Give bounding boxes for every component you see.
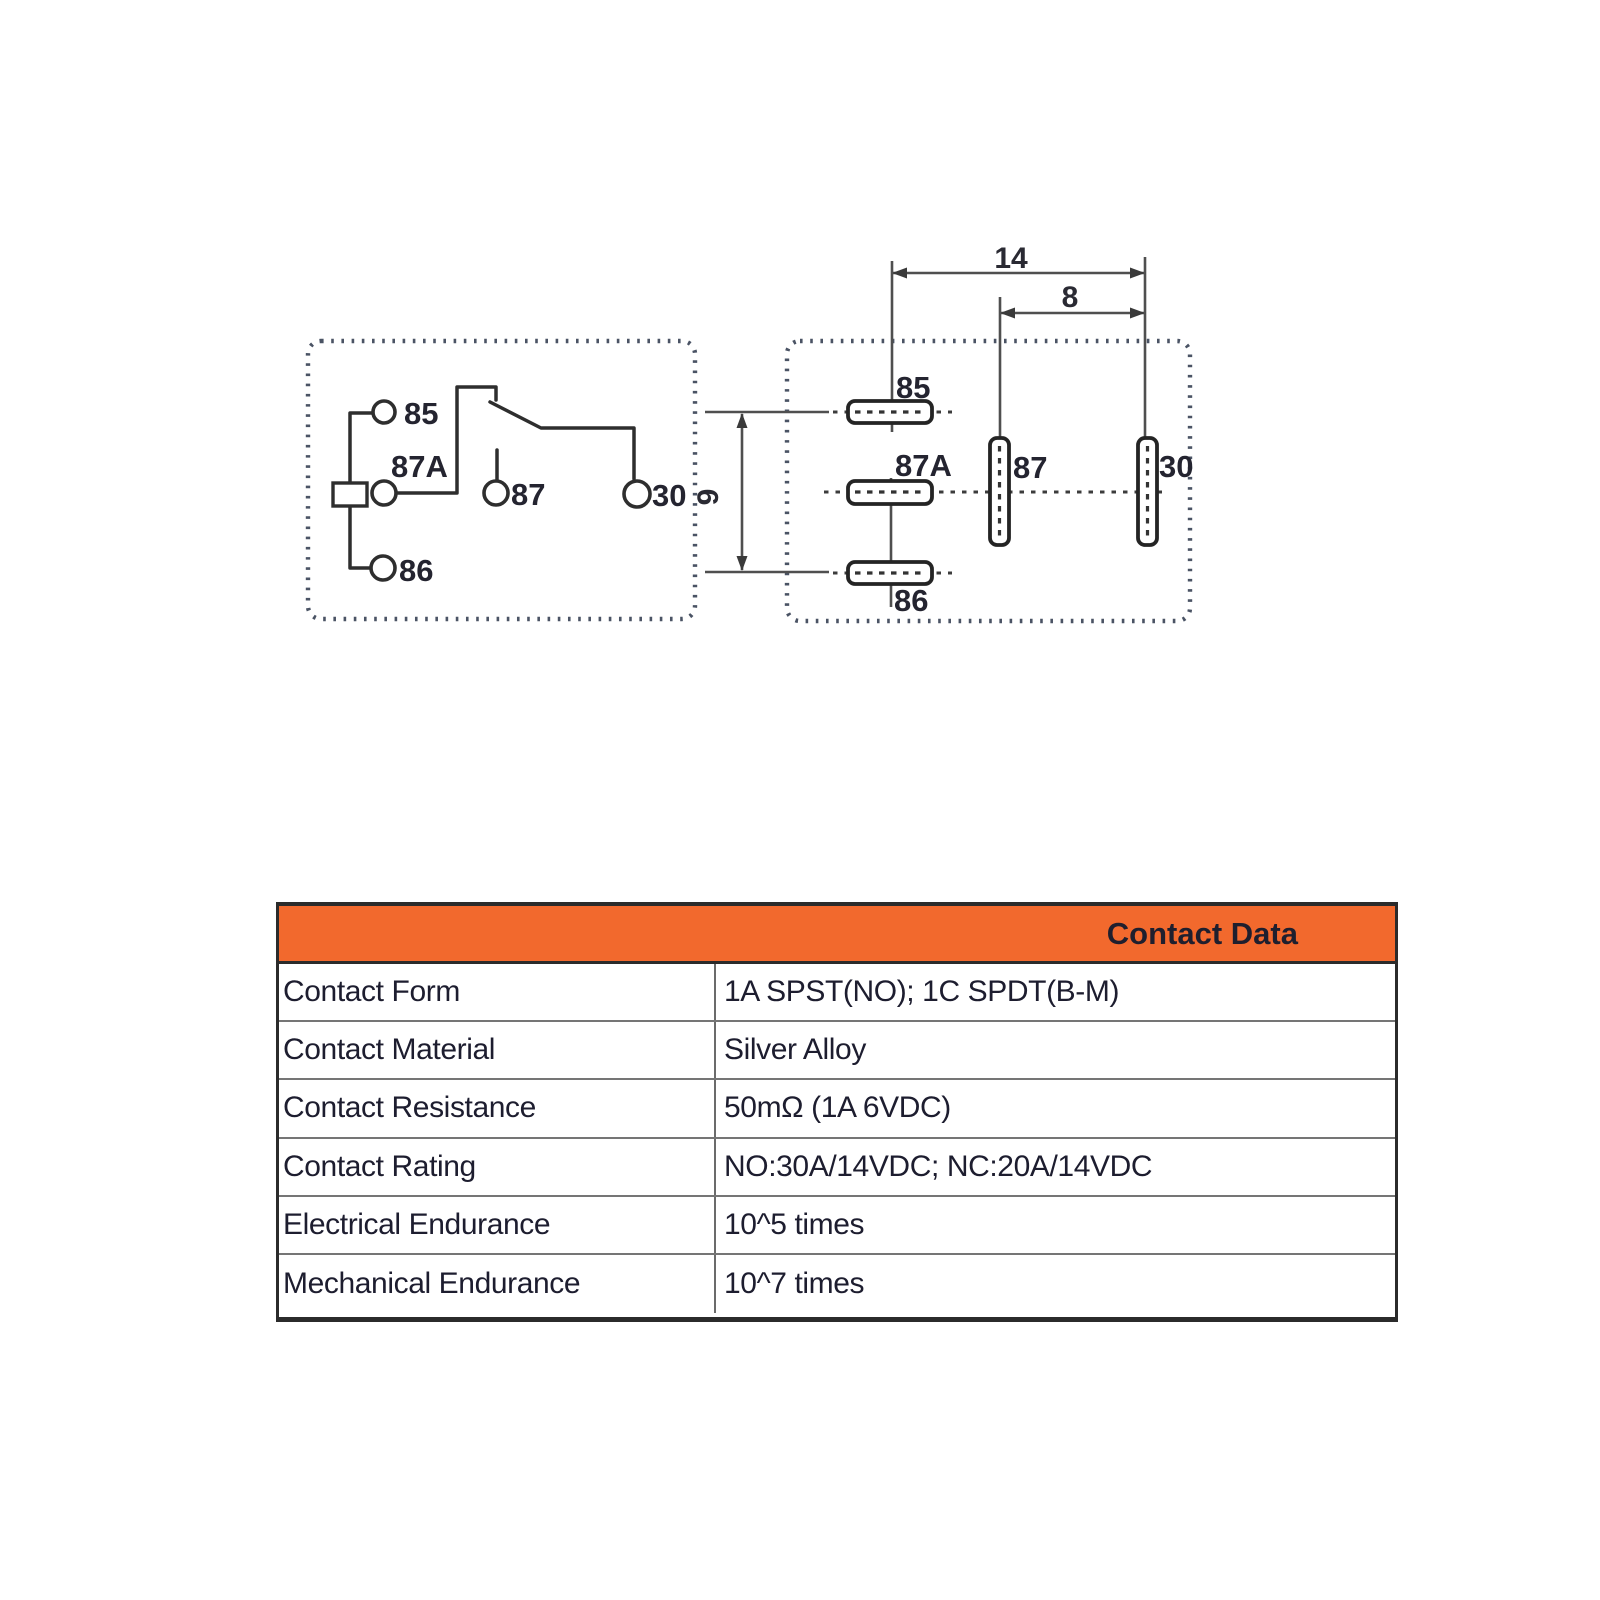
pad-pin-87a bbox=[846, 479, 934, 506]
row-value: 50mΩ (1A 6VDC) bbox=[724, 1091, 951, 1125]
dim-9-arrow-bottom bbox=[736, 556, 748, 571]
armature-blade bbox=[488, 400, 636, 481]
row-value: 10^7 times bbox=[724, 1266, 865, 1300]
dim-14-label: 14 bbox=[994, 242, 1028, 275]
row-value: 1A SPST(NO); 1C SPDT(B-M) bbox=[724, 975, 1120, 1009]
table-row: Contact Resistance 50mΩ (1A 6VDC) bbox=[279, 1080, 1395, 1139]
table-header: Contact Data bbox=[279, 906, 1395, 964]
table-row: Contact Form 1A SPST(NO); 1C SPDT(B-M) bbox=[279, 964, 1395, 1023]
schematic-pin-87a-label: 87A bbox=[391, 449, 448, 484]
row-label: Contact Resistance bbox=[279, 1080, 716, 1137]
row-label: Mechanical Endurance bbox=[279, 1254, 716, 1313]
footprint-pin-87a-label: 87A bbox=[895, 448, 952, 483]
row-label: Contact Rating bbox=[279, 1138, 716, 1195]
contact-data-table: Contact Data Contact Form 1A SPST(NO); 1… bbox=[276, 902, 1398, 1322]
pin-87-terminal bbox=[482, 479, 510, 507]
relay-diagram: 85 87A 87 30 86 14 8 bbox=[305, 242, 1193, 624]
pin-30-terminal bbox=[622, 479, 652, 509]
pin-87a-terminal bbox=[370, 479, 398, 507]
schematic-pin-30-label: 30 bbox=[652, 478, 686, 513]
table-row: Mechanical Endurance 10^7 times bbox=[279, 1254, 1395, 1313]
wire-coil-to-86 bbox=[348, 504, 372, 570]
table-row: Contact Material Silver Alloy bbox=[279, 1022, 1395, 1081]
row-value: NO:30A/14VDC; NC:20A/14VDC bbox=[724, 1149, 1153, 1183]
pin-85-terminal bbox=[371, 399, 397, 425]
table-row: Electrical Endurance 10^5 times bbox=[279, 1196, 1395, 1255]
table-title: Contact Data bbox=[1106, 915, 1298, 951]
dim-9-arrow-top bbox=[736, 413, 748, 428]
row-label: Contact Form bbox=[279, 964, 716, 1021]
wire-coil-to-85 bbox=[348, 411, 374, 485]
dim-14-arrow-right bbox=[1130, 267, 1145, 279]
row-value: 10^5 times bbox=[724, 1207, 865, 1241]
table-row: Contact Rating NO:30A/14VDC; NC:20A/14VD… bbox=[279, 1138, 1395, 1197]
dim-9-label: 9 bbox=[692, 489, 725, 506]
schematic-pin-86-label: 86 bbox=[399, 553, 433, 588]
coil-symbol bbox=[331, 481, 369, 508]
table-body: Contact Form 1A SPST(NO); 1C SPDT(B-M) C… bbox=[279, 964, 1395, 1313]
footprint-pin-87-label: 87 bbox=[1013, 450, 1047, 485]
schematic-pin-87-label: 87 bbox=[511, 477, 545, 512]
footprint-pin-86-label: 86 bbox=[894, 583, 928, 618]
row-label: Contact Material bbox=[279, 1022, 716, 1079]
pin-86-terminal bbox=[369, 554, 397, 582]
dim-8-label: 8 bbox=[1062, 281, 1079, 314]
pad-pin-85 bbox=[846, 399, 934, 425]
schematic-pin-85-label: 85 bbox=[404, 396, 438, 431]
footprint-pin-85-label: 85 bbox=[896, 370, 930, 405]
row-label: Electrical Endurance bbox=[279, 1196, 716, 1253]
dim-8-arrow-left bbox=[1000, 307, 1015, 319]
footprint-dashed-border bbox=[784, 338, 1193, 624]
pad-pin-30 bbox=[1136, 436, 1159, 547]
pad-pin-87 bbox=[988, 436, 1011, 547]
footprint: 14 8 9 bbox=[692, 242, 1193, 624]
dim-14-arrow-left bbox=[892, 267, 907, 279]
dim-8-arrow-right bbox=[1130, 307, 1145, 319]
footprint-pin-30-label: 30 bbox=[1159, 449, 1193, 484]
row-value: Silver Alloy bbox=[724, 1033, 866, 1067]
pad-pin-86 bbox=[846, 560, 934, 586]
schematic: 85 87A 87 30 86 bbox=[305, 338, 698, 622]
wire-87a-to-pivot bbox=[395, 385, 498, 495]
